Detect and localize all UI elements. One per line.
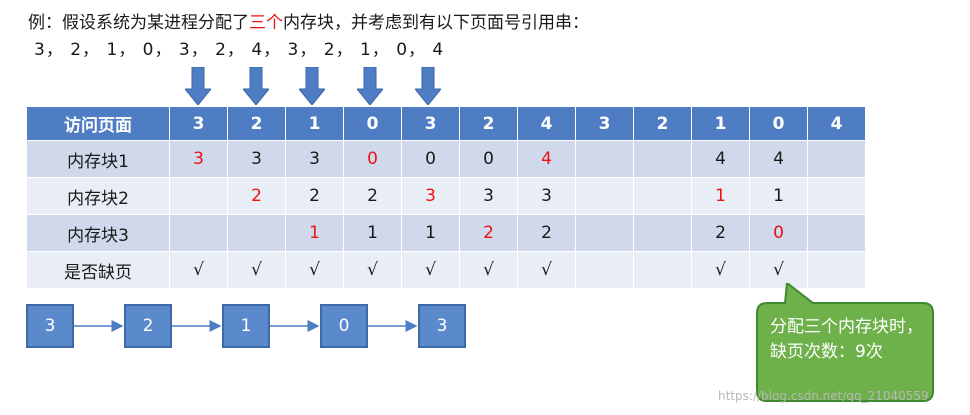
memory-block-cell: 3 — [285, 140, 344, 178]
page-fault-cell: √ — [459, 251, 518, 289]
memory-block-cell: 4 — [749, 140, 808, 178]
intro-prefix: 例：假设系统为某进程分配了 — [28, 13, 249, 33]
memory-block-cell: 1 — [401, 214, 460, 252]
page-fault-cell — [633, 251, 692, 289]
callout-bubble — [756, 283, 934, 402]
queue-box: 1 — [222, 304, 270, 348]
memory-block-cell — [169, 177, 228, 215]
intro-suffix: 内存块，并考虑到有以下页面号引用串： — [283, 13, 589, 33]
page-reference-cell: 3 — [169, 106, 228, 141]
memory-block-cell — [575, 214, 634, 252]
page-fault-cell — [807, 251, 866, 289]
page-reference-cell: 3 — [575, 106, 634, 141]
memory-block-cell: 0 — [459, 140, 518, 178]
memory-block-cell — [807, 140, 866, 178]
memory-block-cell: 1 — [691, 177, 750, 215]
memory-block-cell: 2 — [517, 214, 576, 252]
memory-block-cell: 3 — [169, 140, 228, 178]
page-reference-cell: 2 — [633, 106, 692, 141]
memory-block-cell — [633, 140, 692, 178]
memory-block-cell — [807, 177, 866, 215]
memory-block-cell — [633, 214, 692, 252]
page-fault-cell: √ — [285, 251, 344, 289]
memory-block-cell: 1 — [749, 177, 808, 215]
memory-block-cell — [169, 214, 228, 252]
memory-block-cell: 3 — [517, 177, 576, 215]
memory-block-cell: 0 — [401, 140, 460, 178]
page-reference-cell: 1 — [691, 106, 750, 141]
queue-box: 3 — [26, 304, 74, 348]
down-arrow-icon — [185, 67, 211, 105]
memory-block-cell: 2 — [285, 177, 344, 215]
memory-block-cell: 0 — [343, 140, 402, 178]
row-label: 内存块2 — [26, 177, 170, 215]
memory-block-cell — [575, 177, 634, 215]
page-reference-cell: 0 — [749, 106, 808, 141]
page-reference-cell: 2 — [459, 106, 518, 141]
row-label: 内存块1 — [26, 140, 170, 178]
memory-block-cell: 1 — [285, 214, 344, 252]
page-reference-cell: 2 — [227, 106, 286, 141]
memory-block-cell — [575, 140, 634, 178]
memory-block-cell: 0 — [749, 214, 808, 252]
memory-block-cell: 4 — [517, 140, 576, 178]
down-arrow-icon — [357, 67, 383, 105]
memory-block-cell: 2 — [691, 214, 750, 252]
page-reference-cell: 4 — [807, 106, 866, 141]
down-arrow-icon — [415, 67, 441, 105]
memory-block-cell: 4 — [691, 140, 750, 178]
page-reference-cell: 0 — [343, 106, 402, 141]
page-fault-cell: √ — [691, 251, 750, 289]
page-fault-cell: √ — [169, 251, 228, 289]
page-fault-cell: √ — [517, 251, 576, 289]
page-fault-cell: √ — [749, 251, 808, 289]
row-label: 内存块3 — [26, 214, 170, 252]
queue-box: 0 — [320, 304, 368, 348]
page-fault-cell: √ — [401, 251, 460, 289]
queue-box: 2 — [124, 304, 172, 348]
intro-highlight: 三个 — [249, 13, 283, 33]
watermark: https://blog.csdn.net/qq_21040559 — [718, 389, 929, 403]
callout-text: 分配三个内存块时，缺页次数：9次 — [770, 317, 923, 362]
down-arrow-icon — [243, 67, 269, 105]
page-reference-cell: 4 — [517, 106, 576, 141]
memory-block-cell — [807, 214, 866, 252]
memory-block-cell — [633, 177, 692, 215]
queue-box: 3 — [418, 304, 466, 348]
header-label: 访问页面 — [26, 106, 170, 141]
reference-string: 3， 2， 1， 0， 3， 2， 4， 3， 2， 1， 0， 4 — [34, 40, 445, 60]
intro-line: 例：假设系统为某进程分配了三个内存块，并考虑到有以下页面号引用串： — [28, 8, 589, 33]
memory-block-cell: 2 — [459, 214, 518, 252]
down-arrow-icon — [299, 67, 325, 105]
table-row: 是否缺页√√√√√√√√√ — [26, 251, 866, 289]
row-label: 是否缺页 — [26, 251, 170, 289]
memory-block-cell: 2 — [227, 177, 286, 215]
